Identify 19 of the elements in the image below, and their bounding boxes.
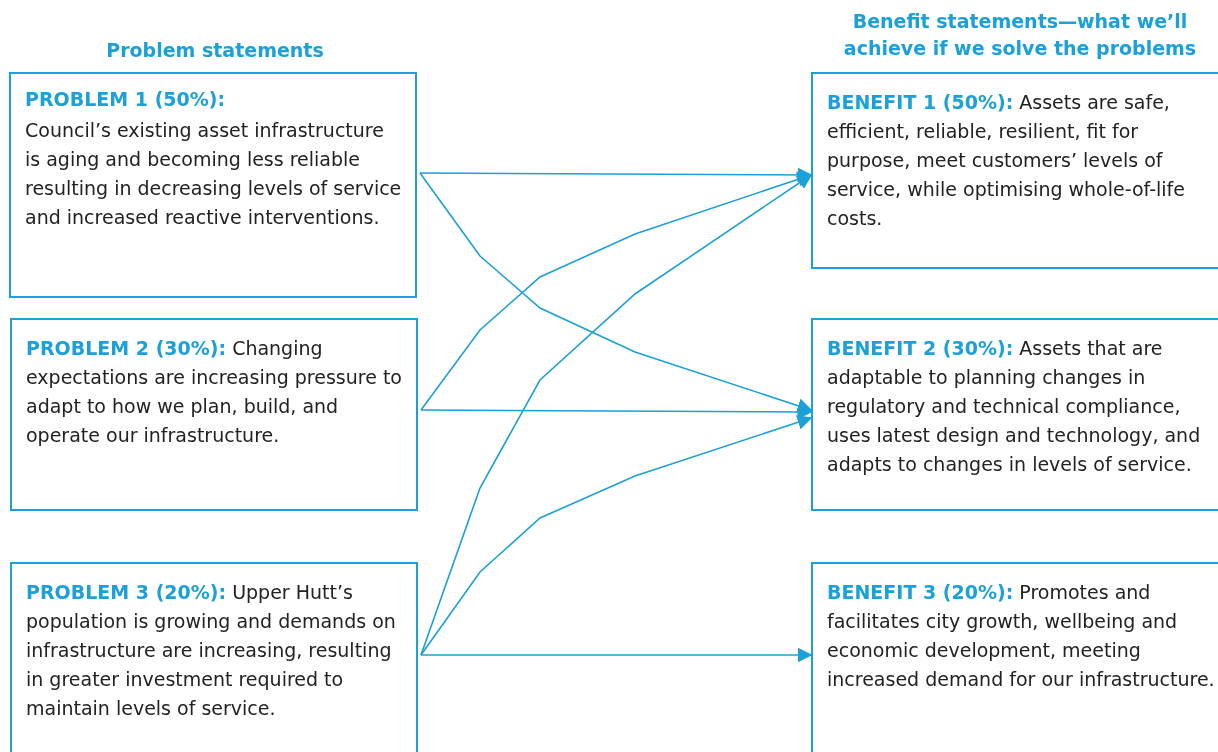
statement-box [811,72,1218,269]
statement-box [9,72,417,298]
statement-box [10,318,418,511]
statement-text: BENEFIT 2 (30%): Assets that are adaptable to planning changes in regulatory and technical compliance, uses latest design and technology, and adapts to changes in levels of service. [827,336,1202,477]
statement-text: PROBLEM 2 (30%): Changing expectations are increasing pressure to adapt to how we plan, build, and operate our infrastructure. [26,336,403,448]
column-heading: Problem statements [105,38,325,63]
statement-box [811,562,1218,752]
statement-text: BENEFIT 1 (50%): Assets are safe, efficient, reliable, resilient, fit for purpose, meet customers’ levels of service, while optimising whole-of-life costs. [827,90,1186,231]
statement-box [811,318,1218,511]
statement-box [10,562,418,752]
arrow [420,415,813,656]
arrow [420,647,813,663]
statement-text: BENEFIT 3 (20%): Promotes and facilitates city growth, wellbeing and economic development, meeting increased demand for our infrastructure. [827,580,1216,692]
arrow [419,167,813,183]
arrow [420,174,813,656]
statement-heading: PROBLEM 1 (50%): [25,88,227,110]
statement-text: Council’s existing asset infrastructure is aging and becoming less reliable resulting in decreasing levels of service and increased reactive interventions. [25,118,403,230]
column-heading: Benefit statements—what we’ll achieve if we solve the problems [842,9,1198,61]
statement-text: PROBLEM 3 (20%): Upper Hutt’s population is growing and demands on infrastructure are increasing, resulting in greater investment required to maintain levels of service. [26,580,397,721]
